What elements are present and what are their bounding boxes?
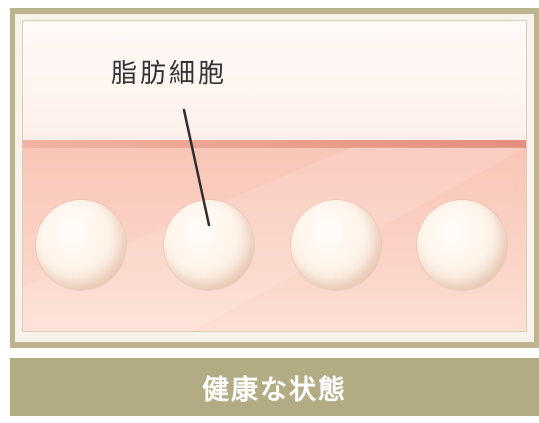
tissue-panel: 脂肪細胞: [22, 20, 527, 332]
skin-membrane: [23, 140, 526, 148]
diagram-frame: 脂肪細胞: [10, 8, 539, 348]
fat-cell: [164, 200, 254, 290]
fat-cell: [291, 200, 381, 290]
caption-text: 健康な状態: [202, 374, 347, 406]
fat-cell: [36, 200, 126, 290]
upper-layer: [23, 21, 526, 140]
fat-cell-label: 脂肪細胞: [111, 59, 228, 89]
caption-bar: 健康な状態: [10, 358, 539, 416]
fat-cell: [417, 200, 507, 290]
